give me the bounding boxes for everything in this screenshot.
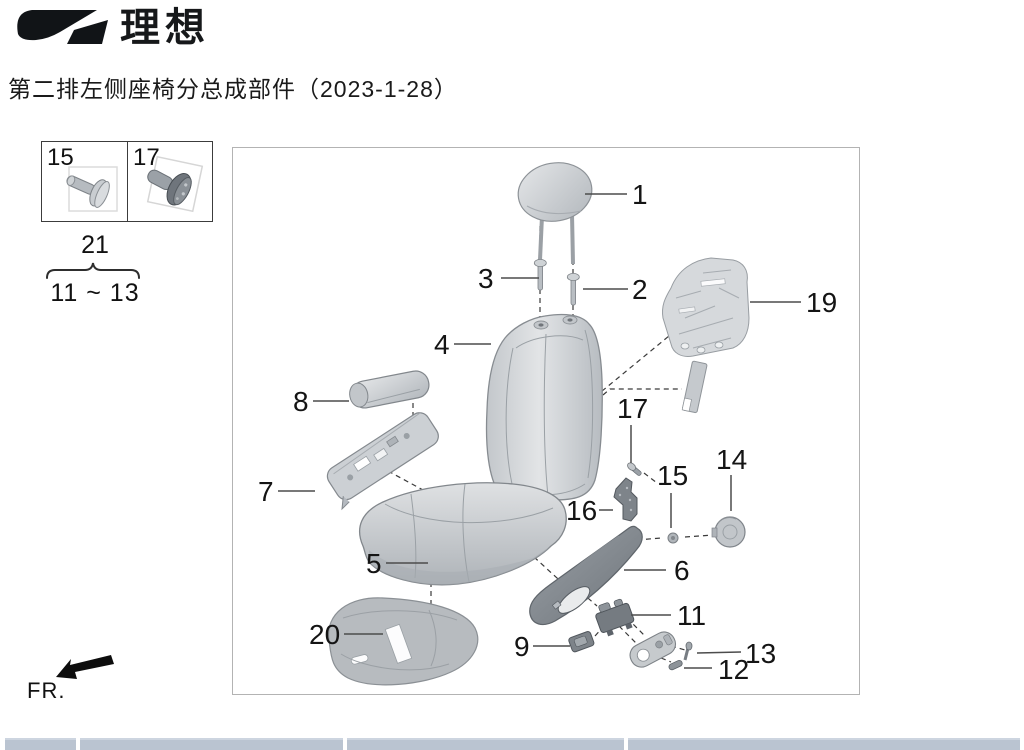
part-headrest-guide-2 — [566, 273, 580, 306]
fastener-legend-box: 15 17 — [41, 141, 213, 222]
legend-cell-17: 17 — [127, 142, 212, 221]
part-switch-bezel — [629, 631, 677, 668]
part-seat-back — [485, 313, 603, 501]
part-cushion-pad — [328, 597, 479, 686]
brand-name: 理想 — [120, 6, 210, 50]
round-head-screw-icon — [146, 155, 204, 213]
part-seat-cushion — [359, 482, 567, 586]
group-number: 21 — [81, 231, 109, 259]
part-seatback-frame — [662, 257, 750, 357]
part-screw-13 — [683, 641, 693, 661]
exploded-diagram: 1 2 3 4 5 6 7 8 9 11 12 13 14 15 16 17 1… — [232, 147, 860, 695]
callout-6: 6 — [674, 555, 690, 586]
part-nut-15 — [667, 532, 679, 544]
table-header-cell — [628, 738, 1020, 750]
part-armrest — [349, 370, 430, 409]
callout-8: 8 — [293, 386, 309, 417]
page-title: 第二排左侧座椅分总成部件（2023-1-28） — [8, 76, 458, 102]
table-header-cell — [80, 738, 343, 750]
part-side-strip — [681, 360, 708, 414]
callout-17: 17 — [617, 393, 648, 424]
callout-1: 1 — [632, 179, 648, 210]
callout-11: 11 — [677, 600, 706, 631]
callout-2: 2 — [632, 274, 648, 305]
callout-15: 15 — [657, 460, 688, 491]
part-headrest — [517, 162, 593, 265]
callout-14: 14 — [716, 444, 747, 475]
brace-icon — [46, 262, 140, 279]
pan-head-bolt-icon — [66, 166, 118, 212]
callout-7: 7 — [258, 476, 274, 507]
part-switch-11 — [595, 598, 635, 637]
callout-9: 9 — [514, 631, 530, 662]
table-header-cell — [347, 738, 624, 750]
part-headrest-guide-3 — [533, 259, 547, 291]
callout-20: 20 — [309, 619, 340, 650]
part-side-panel — [326, 412, 439, 511]
part-screw-17 — [627, 462, 642, 476]
front-direction-arrow-icon — [56, 655, 114, 679]
leader-lines — [278, 193, 801, 669]
group-range: 11 ~ 13 — [50, 279, 140, 307]
legend-cell-15: 15 — [42, 142, 127, 221]
callout-19: 19 — [806, 287, 837, 318]
part-switch-9 — [568, 631, 595, 653]
table-header-cell — [5, 738, 76, 750]
part-side-shield — [529, 525, 643, 626]
part-knob-14 — [711, 516, 746, 548]
part-clip-12 — [668, 660, 683, 671]
front-direction-label: FR. — [27, 678, 66, 703]
callout-4: 4 — [434, 329, 450, 360]
callout-13: 13 — [745, 638, 776, 669]
callout-12: 12 — [718, 654, 749, 685]
li-auto-logo-icon — [17, 10, 108, 44]
callout-5: 5 — [366, 548, 382, 579]
part-bracket-16 — [613, 477, 638, 522]
brand-header: 理想 — [12, 2, 210, 54]
callout-16: 16 — [566, 495, 597, 526]
parts-table-header-cropped — [0, 738, 1024, 750]
callout-3: 3 — [478, 263, 494, 294]
